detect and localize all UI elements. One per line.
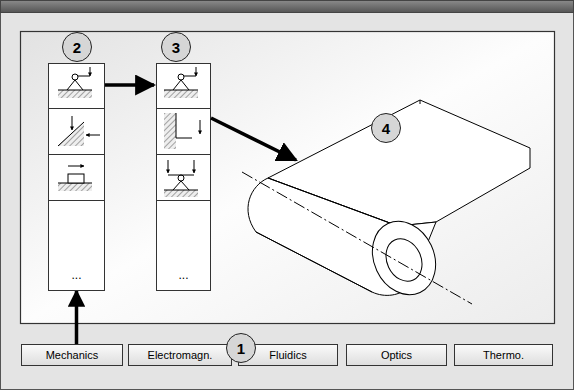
symbol-column-a — [49, 64, 105, 201]
node-text: Fluidics — [269, 349, 306, 361]
more-cell: ... — [156, 200, 211, 291]
callout-number: 2 — [62, 32, 92, 62]
apply-arrow — [211, 118, 296, 160]
callout-number: 4 — [371, 113, 401, 143]
pivot-symbol — [58, 67, 92, 98]
connector-arrow — [75, 291, 79, 344]
domain-tab: Mechanics — [21, 344, 123, 366]
slider-symbol — [58, 166, 92, 191]
roller-belt — [242, 100, 530, 305]
double-pivot-symbol — [164, 160, 198, 197]
selection-arrow — [105, 83, 154, 87]
node-text: Electromagn. — [148, 349, 213, 361]
work-panel — [21, 32, 555, 324]
node-text: ... — [178, 268, 188, 282]
domain-tab: Electromagn. — [128, 344, 232, 366]
node-text: ... — [71, 268, 81, 282]
node-text: Thermo. — [483, 349, 524, 361]
symbol-column-b — [157, 64, 211, 201]
title-bar — [1, 1, 574, 13]
callout-number: 3 — [161, 32, 191, 62]
domain-tab: Optics — [346, 344, 447, 366]
more-cell: ... — [48, 200, 105, 291]
node-text: Optics — [381, 349, 412, 361]
incline-symbol — [58, 116, 100, 146]
domain-tab: Thermo. — [454, 344, 553, 366]
pivot-symbol — [164, 67, 198, 98]
node-text: Mechanics — [46, 349, 99, 361]
callout-number: 1 — [226, 333, 256, 363]
corner-symbol — [164, 113, 200, 149]
